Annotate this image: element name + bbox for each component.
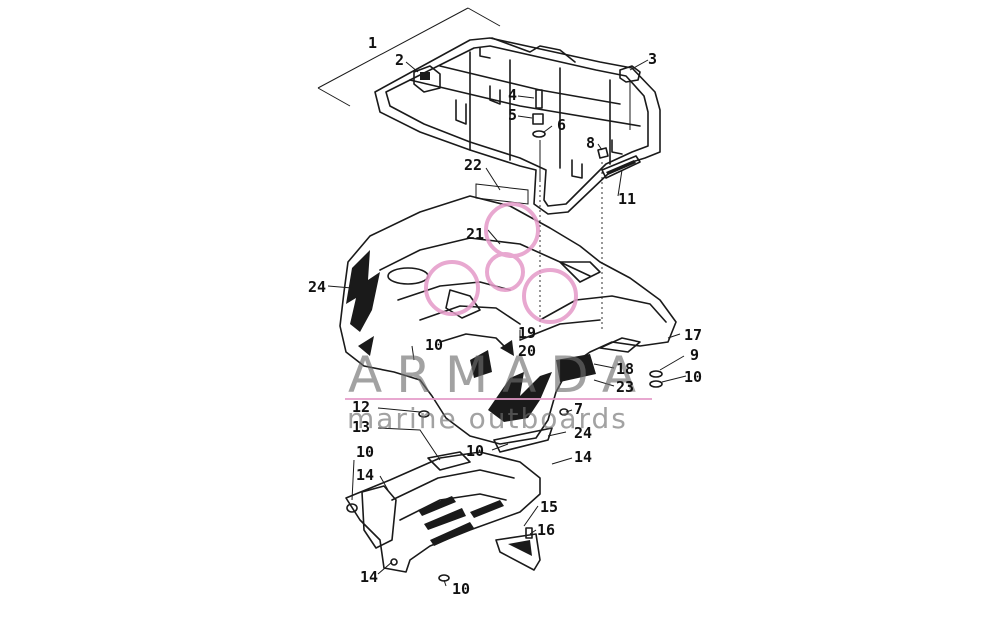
- callout-14: 14: [356, 466, 374, 484]
- watermark: ARMADA marine outboards: [345, 202, 652, 435]
- callout-13: 13: [352, 418, 370, 436]
- callouts: 1 2 3 4 5 6 8 11 22 21 24 17 19 20 10 9 …: [308, 34, 702, 598]
- footwell: [345, 370, 663, 582]
- callout-16: 16: [537, 521, 555, 539]
- callout-4: 4: [508, 86, 517, 104]
- rear-fender: [339, 195, 677, 453]
- leader-lines: [327, 59, 687, 587]
- callout-7: 7: [574, 400, 583, 418]
- rear-rack: [317, 7, 661, 215]
- callout-10: 10: [425, 336, 443, 354]
- callout-24: 24: [574, 424, 592, 442]
- callout-12: 12: [352, 398, 370, 416]
- callout-5: 5: [508, 106, 517, 124]
- callout-1: 1: [368, 34, 377, 52]
- callout-14: 14: [360, 568, 378, 586]
- callout-11: 11: [618, 190, 636, 208]
- callout-20: 20: [518, 342, 536, 360]
- watermark-logo: [424, 202, 578, 324]
- callout-21: 21: [466, 225, 484, 243]
- watermark-tagline: marine outboards: [347, 402, 628, 435]
- callout-19: 19: [518, 324, 536, 342]
- callout-9: 9: [690, 346, 699, 364]
- callout-18: 18: [616, 360, 634, 378]
- callout-6: 6: [557, 116, 566, 134]
- callout-15: 15: [540, 498, 558, 516]
- callout-10: 10: [684, 368, 702, 386]
- callout-23: 23: [616, 378, 634, 396]
- callout-10: 10: [466, 442, 484, 460]
- decal-strip: [475, 183, 529, 205]
- hardware-stack: [532, 65, 641, 330]
- callout-10: 10: [452, 580, 470, 598]
- callout-24: 24: [308, 278, 326, 296]
- callout-3: 3: [648, 50, 657, 68]
- callout-17: 17: [684, 326, 702, 344]
- callout-22: 22: [464, 156, 482, 174]
- callout-8: 8: [586, 134, 595, 152]
- watermark-brand: ARMADA: [348, 346, 650, 404]
- callout-2: 2: [395, 51, 404, 69]
- callout-10: 10: [356, 443, 374, 461]
- callout-14: 14: [574, 448, 592, 466]
